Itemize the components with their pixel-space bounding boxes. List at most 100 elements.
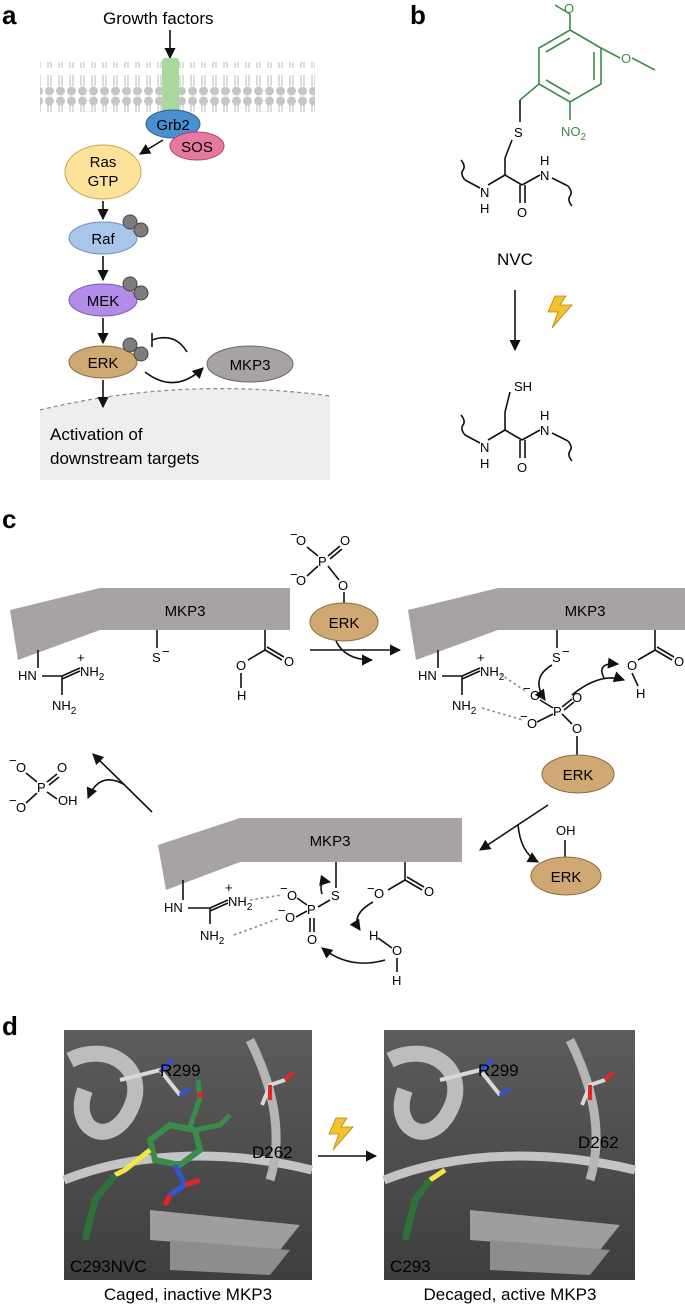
- asp-c-o2-right: [656, 646, 675, 658]
- sheet-arrow-left-1: [150, 1210, 300, 1250]
- c-terminus-wave: [567, 185, 573, 207]
- dc-n-terminus-bond: [464, 434, 481, 444]
- erk-label: ERK: [88, 355, 119, 372]
- sos-label: SOS: [181, 139, 213, 156]
- cage-benzene-ring: [538, 29, 602, 103]
- dc-amide-n: N: [540, 423, 549, 438]
- pf-o-double: O: [57, 760, 67, 775]
- asp-oh-o-right: O: [627, 658, 637, 673]
- arg-cnh2-a2-right: [461, 670, 481, 680]
- pi-bond-4: [327, 565, 340, 581]
- sos-to-ras-arrow: [139, 139, 164, 155]
- water-h-1: H: [369, 928, 378, 943]
- pi-o-minus-1-right: O: [530, 688, 540, 703]
- panel-d: d R299 D262 C293NVC Caged, inactive MKP3: [2, 1011, 637, 1304]
- arg-cnh2-a2-left: [61, 670, 81, 680]
- dc-amine-n: N: [480, 440, 489, 455]
- erk-oh-label: OH: [556, 823, 576, 838]
- nuclear-envelope: [39, 388, 331, 411]
- erk-substrate-label: ERK: [329, 615, 360, 632]
- mkp3-label: MKP3: [230, 357, 271, 374]
- pc-asp-o-minus: O: [374, 886, 384, 901]
- methoxy-bond-2: [600, 47, 621, 59]
- amide-n: N: [540, 168, 549, 183]
- pf-bond-3a: [46, 773, 58, 783]
- loop-left: [62, 1151, 314, 1185]
- pi-minus-1-right: −: [523, 681, 531, 696]
- mkp3-inhibits-erk-line: [151, 336, 188, 353]
- pc-p-s-bond: [317, 899, 331, 908]
- dc-c-terminus-bond: [551, 432, 569, 442]
- grb2-node: [145, 109, 201, 139]
- panel-label-a: a: [2, 0, 17, 30]
- amide-h: H: [540, 153, 549, 168]
- arg-plus-bottom: +: [225, 880, 233, 895]
- structure-left: R299 D262 C293NVC: [62, 1030, 314, 1280]
- pc-minus-2: −: [278, 903, 286, 918]
- strand-right-1: [565, 1037, 601, 1182]
- pi-bond-3b: [329, 548, 343, 560]
- pi-o-ester: O: [338, 578, 348, 593]
- growth-factors-label: Growth factors: [103, 9, 214, 28]
- caption-right: Decaged, active MKP3: [424, 1285, 597, 1304]
- r299-nitrogen-left: [158, 1058, 192, 1097]
- arg-hn-left: HN: [18, 668, 37, 683]
- pf-bond-1: [25, 772, 38, 783]
- amine-n: N: [480, 185, 489, 200]
- pc-s-curved-arrow: [319, 874, 332, 895]
- pf-bond-2: [25, 792, 38, 804]
- helix-left: [66, 1045, 144, 1140]
- ring-double-bond-1: [545, 37, 571, 53]
- lightning-icon-d: [328, 1117, 354, 1151]
- water-o: O: [392, 943, 402, 958]
- r299-nitrogen-right: [478, 1058, 512, 1097]
- strand-left-1: [245, 1037, 281, 1182]
- nvc-nitro-o-left: [162, 1177, 201, 1207]
- sheet-arrow-right-1: [470, 1210, 620, 1250]
- ca-to-c-bond: [504, 174, 523, 186]
- mkp3-shape-left: [10, 588, 290, 660]
- pc-o-minus-1: O: [287, 888, 297, 903]
- cys-right: [401, 1177, 433, 1241]
- d262-oxygen-left: [268, 1070, 296, 1100]
- gtp-label: GTP: [88, 173, 119, 190]
- pf-bond-4: [46, 791, 58, 800]
- thiolate-right: S: [552, 650, 561, 665]
- benzyl-ch2-bond: [519, 83, 540, 101]
- loop-right: [382, 1151, 637, 1185]
- pi-p: P: [318, 554, 327, 569]
- pc-s: S: [331, 888, 340, 903]
- arg-hn-right: HN: [418, 668, 437, 683]
- arg-nh2-top-left: NH2: [80, 664, 105, 683]
- n-terminus-wave: [460, 159, 466, 181]
- water-bond-1: [377, 937, 393, 949]
- pf-minus-1: −: [9, 753, 17, 768]
- arg-cnh2-a-right: [461, 667, 481, 677]
- carbonyl-o: O: [517, 205, 527, 220]
- mek-phosphate-2: [133, 285, 149, 301]
- pi-right-bond-4: [561, 713, 573, 725]
- pc-o-minus-2: O: [285, 910, 295, 925]
- nucleophilic-attack-arrow: [534, 664, 553, 701]
- mkp3-label-bottom: MKP3: [310, 833, 351, 850]
- substrate-binding-curve: [335, 640, 374, 666]
- asp-oh-bond-right: [631, 672, 639, 687]
- c-to-amide-n-bond: [521, 174, 541, 186]
- asp-c-o2-left: [266, 646, 285, 658]
- pc-minus-1: −: [280, 881, 288, 896]
- pc-asp-c-o: [404, 879, 423, 891]
- mkp3-node: [206, 345, 294, 383]
- c293nvc-label: C293NVC: [70, 1257, 147, 1276]
- asp-oh-h-right: H: [636, 686, 645, 701]
- d262-oxygen-right: [588, 1070, 616, 1100]
- dc-n-terminus-wave: [460, 414, 466, 436]
- arg-plus-left: +: [77, 650, 85, 665]
- pi-minus-bottom-left: −: [290, 567, 298, 582]
- pc-bond-2: [295, 910, 308, 918]
- dc-ca-to-c: [504, 429, 523, 441]
- thiol-sulfur-right: [428, 1167, 447, 1183]
- nvc-sulfur-left: [113, 1148, 152, 1178]
- asp-curved-arrow-right: [601, 657, 620, 679]
- r299-label-right: R299: [478, 1061, 519, 1080]
- asp-c-oh-right: [637, 649, 656, 661]
